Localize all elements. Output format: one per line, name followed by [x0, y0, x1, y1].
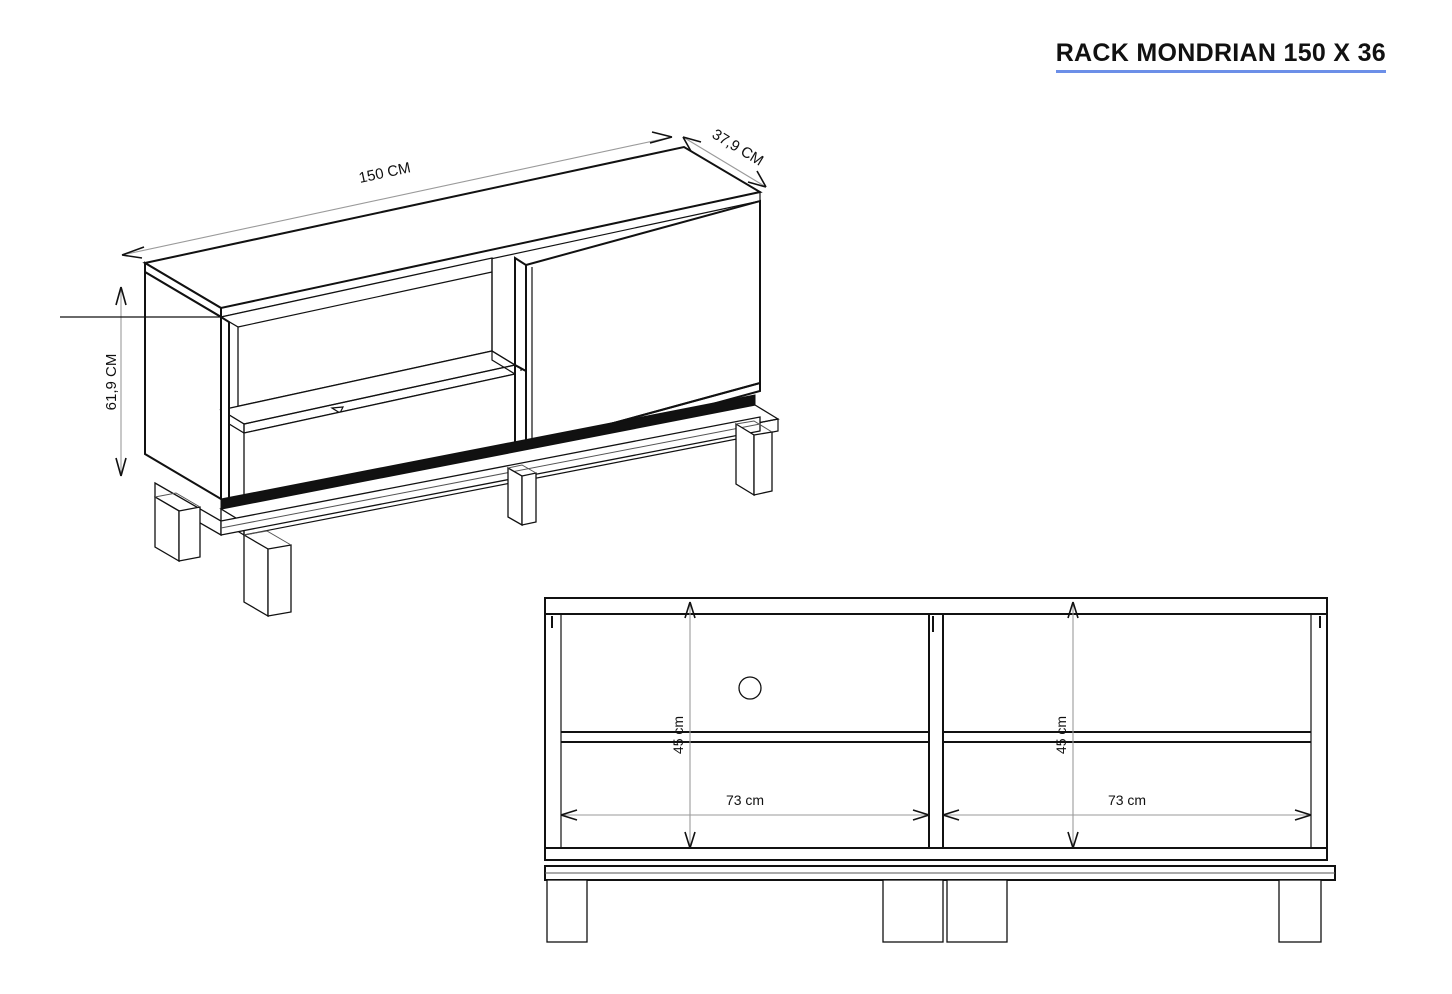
- shelf-right: [943, 731, 1311, 743]
- dimension-right-bay-height-45cm: 45 cm: [1053, 601, 1079, 849]
- front-elevation-view: 45 cm 73 cm 45 cm 73 cm: [544, 597, 1336, 943]
- dimension-label-left-bay-width: 73 cm: [726, 792, 764, 808]
- dimension-height-619cm: 61,9 CM: [103, 286, 127, 477]
- dimension-label-right-bay-width: 73 cm: [1108, 792, 1146, 808]
- dimension-label-depth: 37,9 CM: [709, 126, 766, 170]
- title-underline: [1055, 70, 1386, 73]
- outer-carcass: [544, 597, 1328, 849]
- leg-center-left: [882, 879, 944, 943]
- leg-front-center: [507, 464, 537, 527]
- isometric-perspective-view: 150 CM 37,9 CM 61,9 CM: [60, 126, 780, 618]
- dimension-label-height: 61,9 CM: [103, 354, 120, 411]
- title-block: RACK MONDRIAN 150 X 36: [1055, 38, 1386, 73]
- dimension-left-bay-width-73cm: 73 cm: [560, 792, 930, 821]
- dimension-left-bay-height-45cm: 45 cm: [670, 601, 696, 849]
- base-plinth: [544, 847, 1336, 881]
- leg-center-right: [946, 879, 1008, 943]
- dimension-right-bay-width-73cm: 73 cm: [942, 792, 1312, 821]
- leg-front-left: [243, 530, 292, 618]
- leg-front-right: [735, 420, 773, 497]
- leg-right: [1278, 879, 1322, 943]
- page-title: RACK MONDRIAN 150 X 36: [1055, 39, 1386, 67]
- dimension-label-width: 150 CM: [357, 159, 412, 187]
- center-divider-iso: [514, 256, 527, 469]
- shelf-left: [561, 731, 929, 743]
- leg-left: [546, 879, 588, 943]
- base-plinth: [154, 394, 780, 537]
- cable-management-hole: [738, 676, 762, 700]
- dimension-label-left-bay-height: 45 cm: [670, 716, 686, 754]
- leg-back-left: [154, 492, 201, 563]
- dimension-label-right-bay-height: 45 cm: [1053, 716, 1069, 754]
